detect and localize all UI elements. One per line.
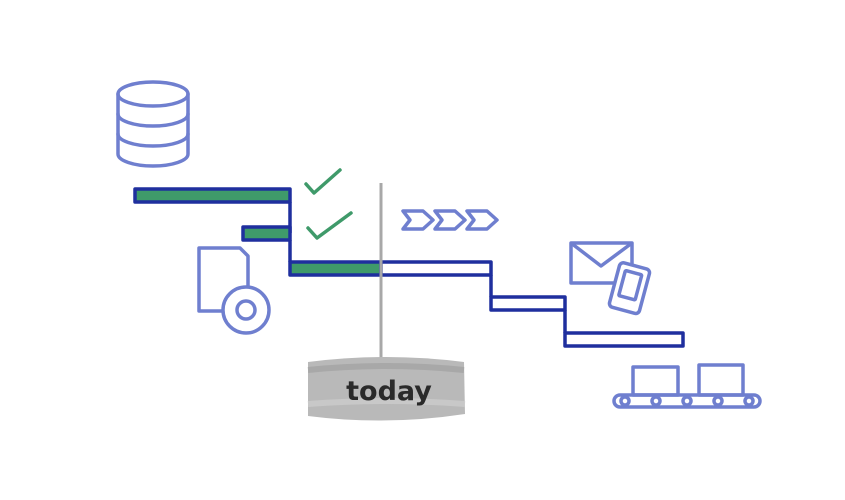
chevrons-icon bbox=[401, 209, 499, 231]
conveyor-icon bbox=[612, 363, 762, 409]
bar-1-completed bbox=[133, 187, 292, 204]
database-icon bbox=[116, 80, 190, 168]
checkmark-icon bbox=[306, 211, 353, 240]
bar-4 bbox=[489, 295, 567, 312]
envelope-icon bbox=[569, 241, 634, 285]
checkmark-icon bbox=[304, 168, 342, 195]
gantt-bars bbox=[133, 187, 685, 348]
bar-5 bbox=[563, 331, 685, 348]
today-label: today bbox=[346, 376, 432, 407]
bar-2-completed bbox=[241, 225, 292, 242]
phone-icon bbox=[607, 261, 652, 316]
today-badge: today bbox=[307, 357, 466, 421]
bar-3-in-progress-done-part bbox=[288, 260, 383, 277]
bar-3-in-progress-remaining bbox=[379, 260, 493, 277]
document-cd-icon bbox=[197, 246, 271, 335]
